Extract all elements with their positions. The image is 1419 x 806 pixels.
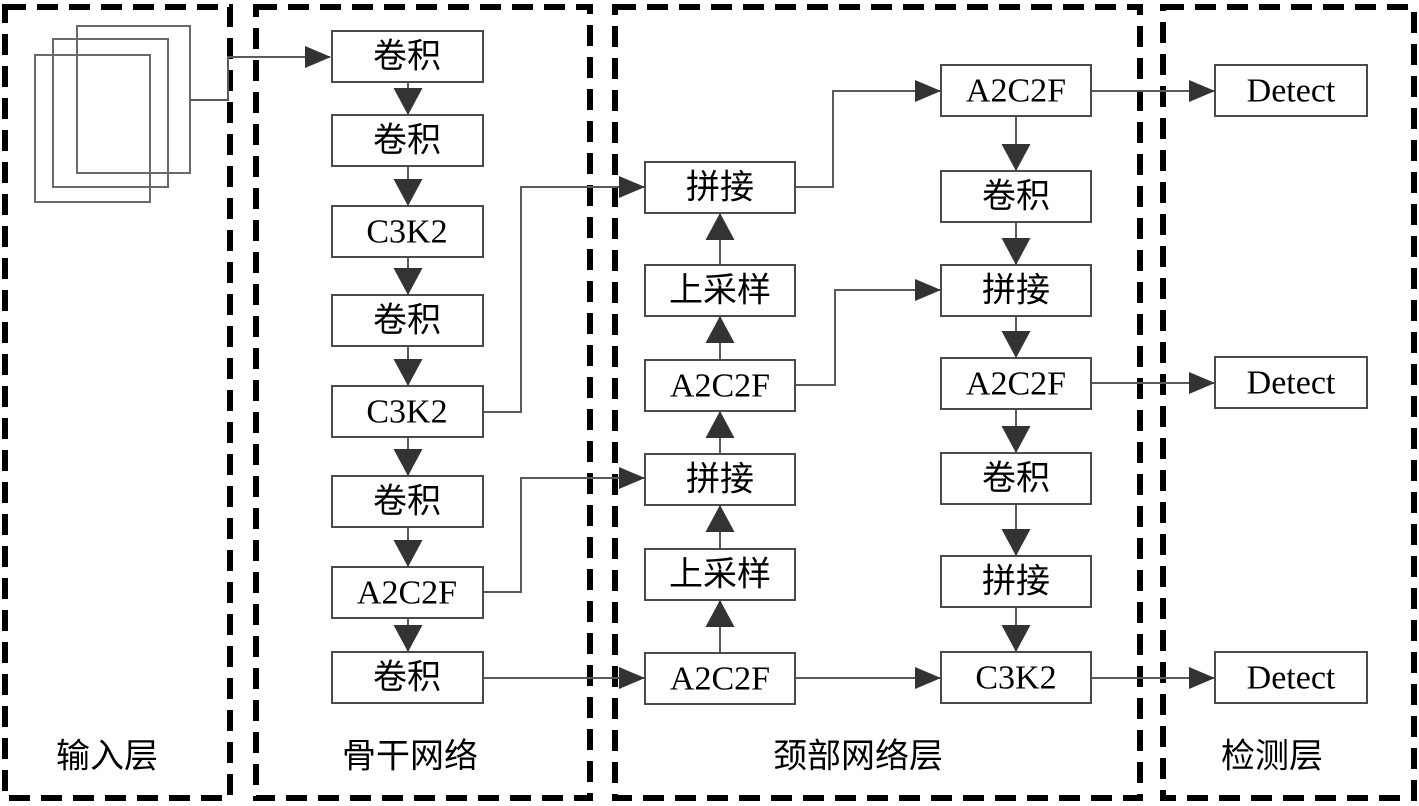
svg-text:卷积: 卷积 <box>982 178 1050 216</box>
node-backbone-conv5: 卷积 <box>331 651 484 704</box>
svg-text:C3K2: C3K2 <box>975 660 1056 697</box>
node-backbone-a2c2f: A2C2F <box>331 566 484 619</box>
node-backbone-conv1: 卷积 <box>331 30 484 83</box>
node-neck-concat-right-2: 拼接 <box>940 555 1092 608</box>
node-backbone-c3k2-2: C3K2 <box>331 385 484 438</box>
node-neck-concat-1: 拼接 <box>644 161 796 214</box>
svg-text:上采样: 上采样 <box>669 272 771 310</box>
svg-text:A2C2F: A2C2F <box>357 575 457 612</box>
node-neck-concat-right-1: 拼接 <box>940 264 1092 317</box>
svg-text:A2C2F: A2C2F <box>966 366 1066 403</box>
svg-text:上采样: 上采样 <box>669 556 771 594</box>
node-neck-c3k2-right: C3K2 <box>940 651 1092 704</box>
svg-text:卷积: 卷积 <box>982 460 1050 498</box>
node-neck-concat-2: 拼接 <box>644 453 796 506</box>
svg-text:Detect: Detect <box>1247 660 1336 697</box>
input-layer-container <box>2 4 233 801</box>
arrow-input-to-conv1 <box>190 46 331 101</box>
neck-layer-container <box>612 4 1143 801</box>
svg-text:A2C2F: A2C2F <box>670 661 770 698</box>
svg-text:卷积: 卷积 <box>373 483 441 521</box>
svg-text:拼接: 拼接 <box>686 169 754 207</box>
svg-text:C3K2: C3K2 <box>366 214 447 251</box>
svg-text:C3K2: C3K2 <box>366 394 447 431</box>
svg-text:拼接: 拼接 <box>982 272 1050 310</box>
input-image-back <box>76 25 191 174</box>
node-backbone-conv3: 卷积 <box>331 294 484 347</box>
svg-text:卷积: 卷积 <box>373 659 441 697</box>
svg-text:卷积: 卷积 <box>373 302 441 340</box>
input-image-middle <box>52 38 169 188</box>
input-image-front <box>34 54 151 203</box>
node-detect-2: Detect <box>1214 356 1368 409</box>
svg-text:Detect: Detect <box>1247 365 1336 402</box>
node-neck-upsample-2: 上采样 <box>644 548 796 601</box>
node-neck-a2c2f-right-2: A2C2F <box>940 357 1092 410</box>
arrow-a2c2f-to-concat2 <box>483 467 645 593</box>
arrow-a2c2f-to-concat-mid <box>795 279 941 386</box>
node-backbone-conv2: 卷积 <box>331 114 484 167</box>
svg-text:A2C2F: A2C2F <box>670 368 770 405</box>
arrow-c3k2-to-concat1 <box>483 176 645 413</box>
input-image-stack <box>34 25 191 203</box>
node-neck-a2c2f-right-1: A2C2F <box>940 64 1092 117</box>
arrow-concat1-to-a2c2f-top <box>795 80 941 188</box>
node-detect-3: Detect <box>1214 651 1368 704</box>
node-detect-1: Detect <box>1214 64 1368 117</box>
svg-text:拼接: 拼接 <box>982 563 1050 601</box>
node-neck-a2c2f-left-1: A2C2F <box>644 359 796 412</box>
node-backbone-c3k2-1: C3K2 <box>331 205 484 258</box>
layer-label-detect: 检测层 <box>1221 738 1323 776</box>
backbone-layer-container <box>253 4 593 801</box>
detect-layer-container <box>1160 4 1417 801</box>
node-neck-upsample-1: 上采样 <box>644 264 796 317</box>
svg-text:卷积: 卷积 <box>373 122 441 160</box>
node-neck-conv-right-2: 卷积 <box>940 452 1092 505</box>
layer-label-neck: 颈部网络层 <box>773 738 943 776</box>
layer-label-backbone: 骨干网络 <box>342 738 478 776</box>
svg-text:卷积: 卷积 <box>373 38 441 76</box>
node-neck-conv-right-1: 卷积 <box>940 170 1092 223</box>
layer-label-input: 输入层 <box>56 738 158 776</box>
svg-text:拼接: 拼接 <box>686 461 754 499</box>
svg-text:Detect: Detect <box>1247 73 1336 110</box>
node-neck-a2c2f-left-2: A2C2F <box>644 652 796 705</box>
node-backbone-conv4: 卷积 <box>331 475 484 528</box>
svg-text:A2C2F: A2C2F <box>966 73 1066 110</box>
